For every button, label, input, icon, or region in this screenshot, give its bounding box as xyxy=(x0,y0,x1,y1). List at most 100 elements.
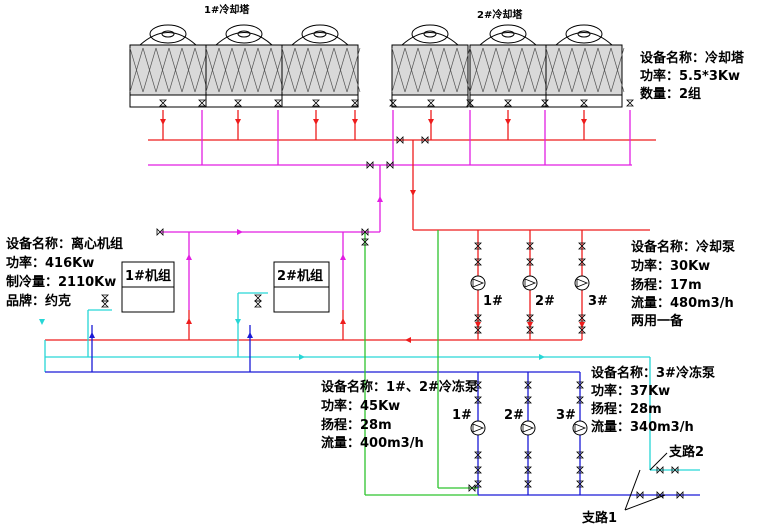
tower-info-line: 设备名称：冷却塔 xyxy=(640,50,745,66)
valve-icon xyxy=(541,99,549,107)
valve-icon xyxy=(254,294,262,302)
flow-arrow xyxy=(410,190,416,196)
tower-group-1-label: 1#冷却塔 xyxy=(204,3,250,16)
chiller-1-label: 1#机组 xyxy=(125,268,171,284)
valve-icon xyxy=(526,326,534,334)
cooling-pump-2-icon xyxy=(522,275,538,291)
flow-arrow xyxy=(235,119,241,125)
valve-icon xyxy=(578,242,586,250)
flow-arrow xyxy=(235,319,241,325)
valve-icon xyxy=(254,300,262,308)
valve-icon xyxy=(468,484,476,492)
valve-icon xyxy=(389,99,397,107)
flow-arrow xyxy=(405,337,411,343)
valve-icon xyxy=(396,136,404,144)
valve-icon xyxy=(474,466,482,474)
flow-arrow xyxy=(377,196,383,202)
chilled-pump-3-info-line: 流量：340m3/h xyxy=(591,419,694,435)
valve-icon xyxy=(466,99,474,107)
valve-icon xyxy=(636,491,644,499)
valve-icon xyxy=(676,491,684,499)
flow-arrows xyxy=(39,119,587,360)
valve-icon xyxy=(578,258,586,266)
flow-arrow xyxy=(340,318,346,324)
valve-icon xyxy=(474,381,482,389)
branch-2-leader xyxy=(649,452,668,471)
chilled-pump-info-line: 设备名称：1#、2#冷冻泵 xyxy=(321,379,478,395)
valve-icon xyxy=(524,480,532,488)
flow-arrow xyxy=(340,254,346,260)
valve-icon xyxy=(361,228,369,236)
cooling-pump-3-label: 3# xyxy=(588,294,608,309)
valve-icon xyxy=(101,300,109,308)
branch-1-label: 支路1 xyxy=(581,510,617,526)
chilled-pump-1-icon xyxy=(470,420,486,436)
chilled-pump-3-label: 3# xyxy=(556,408,576,423)
valve-icon xyxy=(474,451,482,459)
flow-arrow xyxy=(505,119,511,125)
valve-icon xyxy=(576,466,584,474)
flow-arrow xyxy=(160,119,166,125)
cooling-pump-info-line: 流量：480m3/h xyxy=(631,295,734,311)
flow-arrow xyxy=(39,319,45,325)
valve-icon xyxy=(524,451,532,459)
chilled-pump-12-info: 设备名称：1#、2#冷冻泵 功率：45Kw 扬程：28m 流量：400m3/h xyxy=(321,379,478,451)
tower-group-2-label: 2#冷却塔 xyxy=(477,8,523,21)
cooling-pump-1-label: 1# xyxy=(483,294,503,309)
valve-icon xyxy=(576,451,584,459)
valve-icon xyxy=(504,99,512,107)
valve-icon xyxy=(576,480,584,488)
valve-icon xyxy=(526,242,534,250)
chilled-pump-3-info-line: 扬程：28m xyxy=(591,401,662,417)
branch-2-label: 支路2 xyxy=(668,444,704,460)
cooling-pump-info-line: 设备名称：冷却泵 xyxy=(631,239,735,255)
cooling-tower xyxy=(469,24,549,108)
valve-icon xyxy=(159,99,167,107)
tower-supply-drops xyxy=(162,110,585,140)
cooling-tower-group-1 xyxy=(129,24,361,108)
flow-arrow xyxy=(527,322,533,328)
chilled-pump-2-icon xyxy=(520,420,536,436)
valve-icon xyxy=(474,326,482,334)
branch-1-leader-a xyxy=(624,494,666,511)
cooling-pump-info-line: 功率：30Kw xyxy=(631,258,710,274)
cooling-pump-info-line: 扬程：17m xyxy=(631,277,702,293)
valve-icon xyxy=(386,161,394,169)
valve-icon xyxy=(101,294,109,302)
cooling-pump-info-line: 两用一备 xyxy=(631,313,684,329)
valve-icon xyxy=(576,381,584,389)
cooling-pump-info: 设备名称：冷却泵 功率：30Kw 扬程：17m 流量：480m3/h 两用一备 xyxy=(631,239,735,329)
chilled-pump-3-info: 设备名称：3#冷冻泵 功率：37Kw 扬程：28m 流量：340m3/h xyxy=(591,365,715,435)
valve-icon xyxy=(474,242,482,250)
flow-arrow xyxy=(186,318,192,324)
cooling-pump-1-icon xyxy=(470,275,486,291)
chiller-info: 设备名称：离心机组 功率：416Kw 制冷量：2110Kw 品牌：约克 xyxy=(6,236,123,309)
flow-arrow xyxy=(581,119,587,125)
valve-icon xyxy=(578,326,586,334)
valve-icon xyxy=(366,161,374,169)
chilled-pump-3-icon xyxy=(572,420,588,436)
valves xyxy=(101,99,684,499)
chilled-pump-1-label: 1# xyxy=(452,408,472,423)
chilled-pump-3-info-line: 功率：37Kw xyxy=(591,383,670,399)
tower-info: 设备名称：冷却塔 功率：5.5*3Kw 数量：2组 xyxy=(640,50,745,102)
valve-icon xyxy=(578,314,586,322)
flow-arrow xyxy=(428,119,434,125)
flow-arrow xyxy=(89,332,95,338)
cooling-tower xyxy=(391,24,471,108)
valve-icon xyxy=(526,314,534,322)
tower-info-line: 数量：2组 xyxy=(640,86,701,102)
chiller-info-line: 设备名称：离心机组 xyxy=(6,236,123,252)
chilled-pump-2-label: 2# xyxy=(504,408,524,423)
cooling-tower-group-2 xyxy=(391,24,625,108)
chiller-1: 1#机组 xyxy=(121,261,175,313)
cooling-tower xyxy=(129,24,209,108)
tower-info-line: 功率：5.5*3Kw xyxy=(640,68,740,84)
flow-arrow xyxy=(579,322,585,328)
valve-icon xyxy=(312,99,320,107)
valve-icon xyxy=(524,466,532,474)
chilled-pump-info-line: 功率：45Kw xyxy=(321,398,400,414)
branch-1-leader-b xyxy=(624,469,641,511)
valve-icon xyxy=(351,99,359,107)
chiller-info-line: 功率：416Kw xyxy=(6,255,94,271)
